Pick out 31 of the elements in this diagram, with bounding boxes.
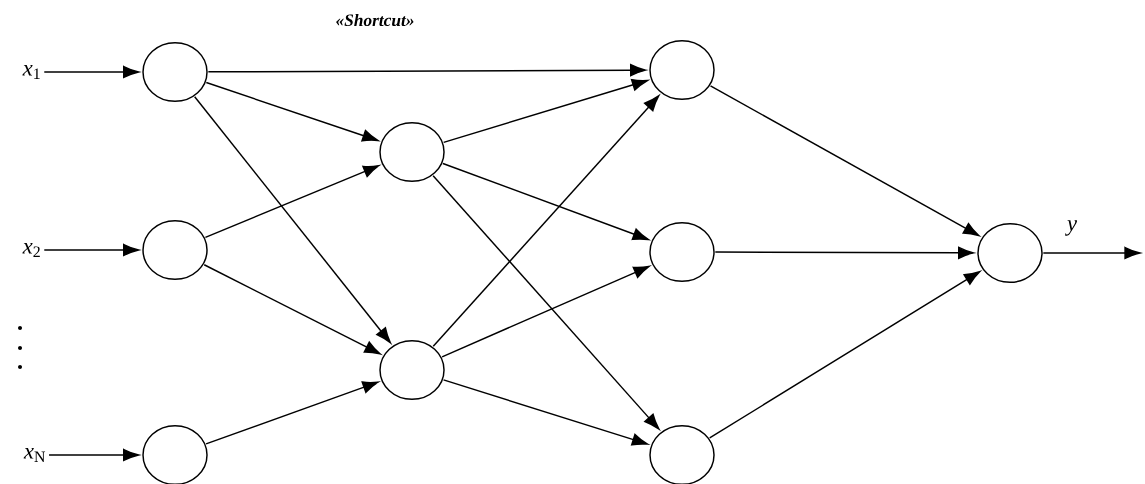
input-label: x$_{1}$ xyxy=(22,65,40,79)
arrow xyxy=(203,264,381,355)
arrow xyxy=(205,381,379,445)
arrow xyxy=(1042,246,1141,260)
arrow xyxy=(442,379,649,446)
neuron-circle xyxy=(142,219,208,281)
arrow xyxy=(432,95,660,348)
neuron-circle xyxy=(379,339,445,401)
arrow xyxy=(442,162,649,241)
arrow xyxy=(48,448,140,462)
arrow xyxy=(193,96,392,344)
arrow xyxy=(43,65,140,79)
arrow xyxy=(205,81,379,142)
arrow xyxy=(432,174,660,430)
arrow xyxy=(708,270,981,439)
neuron-circle xyxy=(649,221,715,283)
neuron-circle xyxy=(977,222,1043,284)
arrow xyxy=(207,64,647,77)
arrow xyxy=(709,85,980,237)
arrow xyxy=(43,243,140,257)
arrow xyxy=(441,265,650,358)
neuron-circle xyxy=(649,39,715,101)
arrow xyxy=(204,165,380,239)
edge-label: «Shortcut» xyxy=(334,12,416,28)
arrow xyxy=(714,246,975,259)
input-label: x$_{N}$ xyxy=(23,448,46,462)
neuron-circle xyxy=(379,121,445,183)
edge-label: y xyxy=(1065,219,1079,237)
input-label: x$_{2}$ xyxy=(22,243,40,257)
neuron-circle xyxy=(142,41,208,103)
arrow xyxy=(442,78,649,144)
